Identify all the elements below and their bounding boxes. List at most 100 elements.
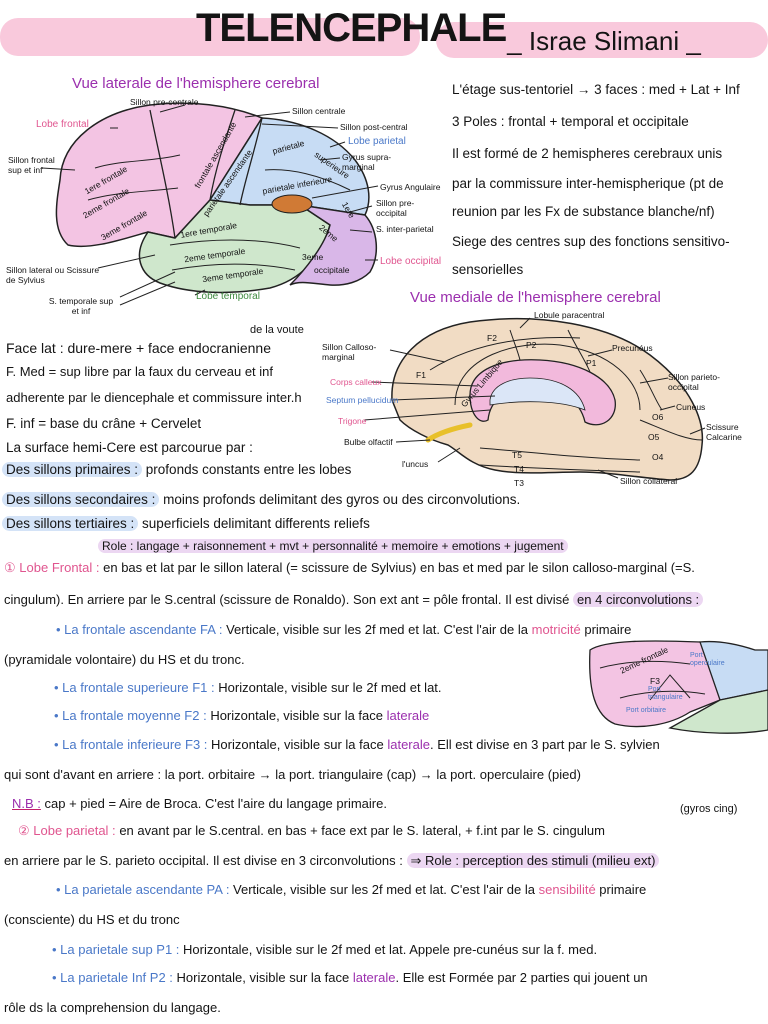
label-bulbe-olfactif: Bulbe olfactif [344,437,393,447]
label-sillon-collateral: Sillon collateral [620,476,678,486]
parietal-intro-2: en arriere par le S. parieto occipital. … [4,853,403,868]
medial-view-heading: Vue mediale de l'hemisphere cerebral [410,289,661,306]
label-t3: T3 [514,478,524,488]
parietal-asc-text-b: primaire [595,882,647,897]
sillon-secondaires-label: Des sillons secondaires : [2,492,160,507]
frontal-asc-text-a: Verticale, visible sur les 2f med et lat… [222,622,532,637]
frontal-sup: • La frontale superieure F1 : Horizontal… [54,680,442,696]
frontal-intro-2a: cingulum). En arriere par le S.central (… [4,592,570,607]
frontal-asc-motricite: motricité [531,622,581,637]
frontal-moy: • La frontale moyenne F2 : Horizontale, … [54,708,429,724]
inset-label-port-operc: Port operculaire [690,652,725,667]
role-frontal: Role : langage + raisonnement + mvt + pe… [98,538,568,554]
parietal-asc-label: • La parietale ascendante PA : [56,882,230,897]
frontal-nb-label: N.B : [12,796,41,811]
parietal-inf-text-b: . Elle est Formée par 2 parties qui joue… [395,970,648,985]
label-lobe-parietal: Lobe parietal [348,136,406,147]
parietal-asc-text-a: Verticale, visible sur les 2f med et lat… [229,882,539,897]
parietal-num: ② [18,823,30,838]
frontal-intro-1: en bas et lat par le sillon lateral (= s… [103,560,695,575]
frontal-intro-line-2: cingulum). En arriere par le S.central (… [4,592,704,608]
parietal-sup-label: • La parietale sup P1 : [52,942,180,957]
frontal-nb-text: cap + pied = Aire de Broca. C'est l'aire… [40,796,387,811]
brain-label-t3b: 3eme [302,252,324,262]
sillon-secondaires: Des sillons secondaires : moins profonds… [2,492,520,508]
intro-point-3: Il est formé de 2 hemispheres cerebraux … [452,146,723,161]
intro-point-6: Siege des centres sup des fonctions sens… [452,234,730,249]
intro-point-7: sensorielles [452,262,524,277]
parietal-heading: ② Lobe parietal : en avant par le S.cent… [18,823,605,839]
sillon-tertiaires: Des sillons tertiaires : superficiels de… [2,516,370,532]
label-o6: O6 [652,412,664,422]
label-p1-medial: P1 [586,358,597,368]
label-gyrus-angulaire: Gyrus Angulaire [380,182,441,192]
label-lobe-occipital: Lobe occipital [380,256,442,267]
frontal-moy-label: • La frontale moyenne F2 : [54,708,207,723]
parietal-inf-label: • La parietale Inf P2 : [52,970,173,985]
parietal-inf: • La parietale Inf P2 : Horizontale, vis… [52,970,648,986]
face-lat: Face lat : dure-mere + face endocranienn… [6,340,271,356]
label-lobe-frontal: Lobe frontal [36,119,89,130]
label-p2-medial: P2 [526,340,537,350]
frontal-asc-label: • La frontale ascendante FA : [56,622,223,637]
inset-label-f3: F3 [650,676,660,686]
parietal-title: Lobe parietal : [33,823,116,838]
frontal-asc: • La frontale ascendante FA : Verticale,… [56,622,631,638]
frontal-heading: ① Lobe Frontal : en bas et lat par le si… [4,560,695,576]
parietal-asc-sens: sensibilité [538,882,596,897]
frontal-moy-lat: laterale [386,708,430,723]
label-sillon-frontal: Sillon frontal sup et inf [8,155,55,175]
author-highlight [436,22,768,58]
role-frontal-text: Role : langage + raisonnement + mvt + pe… [98,539,568,553]
frontal-inf-label: • La frontale inferieure F3 : [54,737,208,752]
frontal-inf-text-b: . Ell est divise en 3 part par le S. syl… [429,737,660,752]
parietal-inf-text-2: rôle ds la comprehension du langage. [4,1000,221,1015]
inset-label-port-orb: Port orbitaire [626,707,667,714]
parietal-inf-lat: laterale [352,970,396,985]
sillon-primaires: Des sillons primaires : profonds constan… [2,462,351,478]
face-inf: F. inf = base du crâne + Cervelet [6,416,202,431]
title-highlight [0,18,420,56]
sillon-secondaires-text: moins profonds delimitant des gyros ou d… [159,492,521,507]
label-sillon-lateral: Sillon lateral ou Scissure de Sylvius [6,265,100,285]
frontal-sup-label: • La frontale superieure F1 : [54,680,215,695]
label-gyrus-supramarginal: Gyrus supra-marginal [342,152,392,172]
label-sillon-postcentral: Sillon post-central [340,122,408,132]
parietal-inf-text-a: Horizontale, visible sur la face [172,970,353,985]
sillon-primaires-text: profonds constants entre les lobes [142,462,352,477]
frontal-inf-lat: laterale [387,737,430,752]
label-lobe-temporal: Lobe temporal [196,291,260,302]
face-med-1: F. Med = sup libre par la faux du cervea… [6,364,274,379]
label-o4: O4 [652,452,664,462]
frontal-asc-text-2: (pyramidale volontaire) du HS et du tron… [4,652,245,667]
frontal-sup-text: Horizontale, visible sur le 2f med et la… [214,680,442,695]
parietal-gyros: (gyros cing) [680,803,738,815]
label-sillon-calloso: Sillon Calloso-marginal [322,342,377,362]
intro-point-4: par la commissure inter-hemispherique (p… [452,176,724,191]
inset-label-port-triang: Port triangulaire [648,686,683,701]
label-sillon-precentrale: Sillon pre-centrale [130,97,199,107]
parietal-role: ⇒ Role : perception des stimuli (milieu … [406,853,660,868]
label-uncus: l'uncus [402,459,429,469]
sillon-tertiaires-label: Des sillons tertiaires : [2,516,139,531]
frontal-inf-text-2: qui sont d'avant en arriere : la port. o… [4,767,581,782]
frontal-inf-text-a: Horizontale, visible sur la face [207,737,388,752]
surface-text: La surface hemi-Cere est parcourue par : [6,440,253,455]
label-t4: T4 [514,464,524,474]
brain-label-occipitale: occipitale [314,265,350,275]
label-lobule-paracentral: Lobule paracentral [534,310,605,320]
frontal-asc-text-b: primaire [580,622,632,637]
label-septum: Septum pellucidum [326,395,399,405]
sillon-primaires-label: Des sillons primaires : [2,462,143,477]
parietal-sup-text: Horizontale, visible sur le 2f med et la… [179,942,598,957]
face-med-2: adherente par le diencephale et commissu… [6,390,302,405]
frontal-intro-2b: en 4 circonvolutions : [573,592,704,607]
parietal-intro-1: en avant par le S.central. en bas + face… [119,823,605,838]
label-f1-medial: F1 [416,370,426,380]
label-sillon-preoccipital: Sillon pre-occipital [376,198,415,218]
frontal-num: ① [4,560,16,575]
parietal-intro-line-2: en arriere par le S. parieto occipital. … [4,853,660,869]
